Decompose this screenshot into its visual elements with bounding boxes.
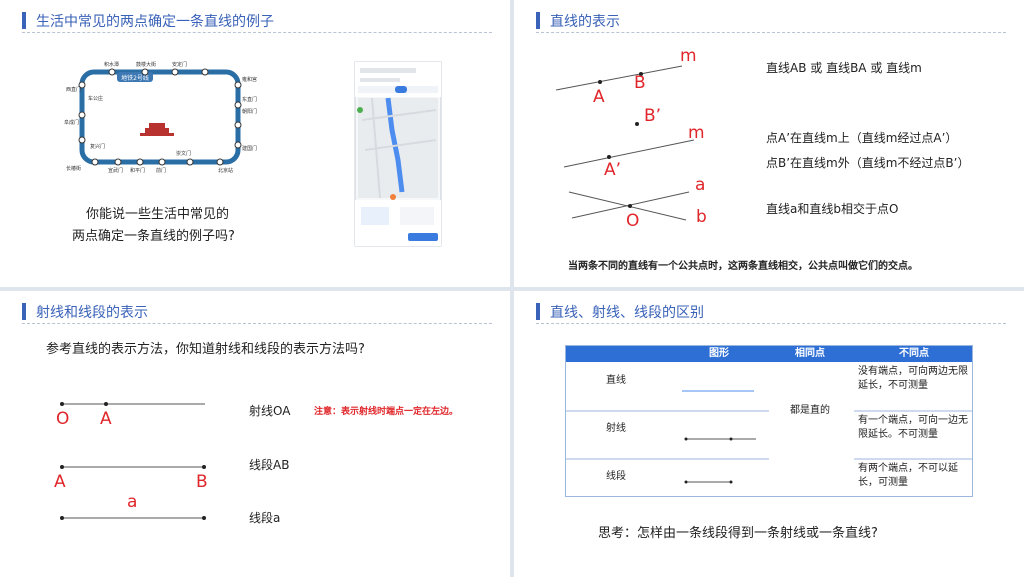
label-a-prime: A’: [604, 160, 622, 180]
table-header-row: [566, 346, 972, 362]
row-name-line: 直线: [606, 375, 626, 386]
panel-title: 射线和线段的表示: [36, 305, 148, 321]
header-accent-bar: [536, 303, 540, 320]
line-ab-description: 直线AB 或 直线BA 或 直线m: [766, 61, 922, 75]
question-line-1: 你能说一些生活中常见的: [86, 207, 230, 222]
subway-line-label: 地铁2号线: [121, 74, 149, 82]
panel-ray-segment-notation: 射线和线段的表示 参考直线的表示方法，你知道射线和线段的表示方法吗? O A A…: [0, 291, 510, 577]
label-segment-a: A: [54, 472, 66, 492]
panel-comparison: 直线、射线、线段的区别 图形 相同点 不同点 直线 射线 线段 都是直的 没有端…: [514, 291, 1024, 577]
label-o: O: [626, 211, 640, 231]
segment-a-endpoint-right: [202, 516, 206, 520]
point-on-line-description: 点A’在直线m上（直线m经过点A’）: [766, 131, 958, 145]
svg-text:车公庄: 车公庄: [88, 95, 103, 102]
label-a: A: [100, 409, 112, 429]
panel-title: 直线的表示: [550, 14, 620, 30]
label-segment-lowercase-a: a: [127, 492, 138, 512]
segment-a-endpoint-left: [60, 516, 64, 520]
row-name-ray: 射线: [606, 423, 626, 434]
comparison-table: 图形 相同点 不同点 直线 射线 线段 都是直的 没有端点，可向两边无限延长，不…: [565, 345, 973, 497]
point-o: [60, 402, 64, 406]
point-o: [628, 204, 632, 208]
panel-header: 生活中常见的两点确定一条直线的例子: [22, 10, 492, 33]
ray-segment-diagrams: [60, 402, 206, 520]
label-a: A: [593, 87, 605, 107]
city-landmark-icon: [140, 123, 174, 136]
label-segment-b: B: [196, 472, 208, 492]
intersection-conclusion: 当两条不同的直线有一个公共点时，这两条直线相交，公共点叫做它们的交点。: [568, 261, 918, 272]
svg-text:积水潭: 积水潭: [104, 61, 119, 68]
header-accent-bar: [536, 12, 540, 29]
question-line-2: 两点确定一条直线的例子吗?: [72, 229, 235, 244]
panel-header: 射线和线段的表示: [22, 301, 492, 324]
segment-ab-endpoint-a: [60, 465, 64, 469]
line-diagrams: [555, 65, 695, 221]
intersection-description: 直线a和直线b相交于点O: [766, 202, 899, 216]
subway-station-labels: 积水潭 鼓楼大街 安定门 西直门 雍和宫 车公庄 东直门 阜成门 朝阳门 复兴门…: [64, 61, 257, 174]
svg-text:朝阳门: 朝阳门: [242, 108, 257, 115]
segment-ab-endpoint-b: [202, 465, 206, 469]
svg-text:建国门: 建国门: [242, 145, 257, 152]
header-accent-bar: [22, 303, 26, 320]
svg-text:和平门: 和平门: [130, 167, 145, 174]
svg-text:北京站: 北京站: [218, 167, 233, 174]
ray-segment-question: 参考直线的表示方法，你知道射线和线段的表示方法吗?: [46, 342, 365, 357]
phone-map-screenshot: [354, 61, 442, 247]
ray-oa-name: 射线OA: [249, 404, 291, 418]
point-b-prime: [635, 122, 639, 126]
panel-title: 直线、射线、线段的区别: [550, 305, 704, 321]
diff-line: 没有端点，可向两边无限延长，不可测量: [858, 366, 968, 391]
svg-text:崇文门: 崇文门: [176, 150, 191, 157]
point-a-prime: [607, 155, 611, 159]
label-line-a: a: [695, 175, 706, 195]
label-b-prime: B’: [644, 106, 662, 126]
line-m-middle: [563, 139, 695, 168]
line-m-top: [555, 65, 683, 91]
svg-text:宣武门: 宣武门: [108, 167, 123, 174]
subway-loop: [79, 69, 241, 165]
label-m-middle: m: [688, 123, 705, 143]
segment-ab-name: 线段AB: [249, 458, 290, 472]
label-b: B: [634, 73, 646, 93]
header-figure: 图形: [709, 348, 729, 359]
row-name-segment: 线段: [606, 471, 626, 482]
svg-text:安定门: 安定门: [172, 61, 187, 68]
label-o: O: [56, 409, 70, 429]
svg-text:鼓楼大街: 鼓楼大街: [136, 61, 156, 68]
header-accent-bar: [22, 12, 26, 29]
svg-text:东直门: 东直门: [242, 96, 257, 103]
common-property: 都是直的: [790, 405, 830, 416]
label-m-top: m: [680, 46, 697, 66]
svg-text:雍和宫: 雍和宫: [242, 76, 257, 83]
point-a: [104, 402, 108, 406]
point-b: [639, 72, 643, 76]
header-common: 相同点: [795, 348, 825, 359]
point-a: [598, 80, 602, 84]
header-difference: 不同点: [899, 348, 929, 359]
diff-segment: 有两个端点，不可以延长，可测量: [858, 463, 958, 488]
svg-text:复兴门: 复兴门: [90, 143, 105, 150]
svg-text:前门: 前门: [156, 167, 166, 174]
ray-note: 注意：表示射线时端点一定在左边。: [314, 407, 459, 417]
label-line-b: b: [696, 207, 707, 227]
panel-line-examples: 生活中常见的两点确定一条直线的例子 地铁2号线 积水潭 鼓楼大街 安定门 西直门…: [0, 0, 510, 287]
panel-header: 直线、射线、线段的区别: [536, 301, 1006, 324]
segment-a-name: 线段a: [249, 511, 281, 525]
svg-text:西直门: 西直门: [66, 86, 81, 93]
svg-text:阜成门: 阜成门: [64, 119, 79, 126]
panel-line-notation: 直线的表示 m A B B’ m A’ a O b 直线AB 或 直线BA 或 …: [514, 0, 1024, 287]
thinking-question: 思考：怎样由一条线段得到一条射线或一条直线?: [598, 526, 878, 541]
panel-header: 直线的表示: [536, 10, 1006, 33]
table-grid: [566, 390, 972, 484]
point-off-line-description: 点B’在直线m外（直线m不经过点B’）: [766, 156, 970, 170]
panel-title: 生活中常见的两点确定一条直线的例子: [36, 14, 274, 30]
svg-text:长椿街: 长椿街: [66, 165, 81, 172]
diff-ray: 有一个端点，可向一边无限延长。不可测量: [858, 415, 968, 440]
subway-map: 地铁2号线 积水潭 鼓楼大街 安定门 西直门 雍和宫 车公庄 东直门 阜成门 朝…: [64, 61, 442, 247]
